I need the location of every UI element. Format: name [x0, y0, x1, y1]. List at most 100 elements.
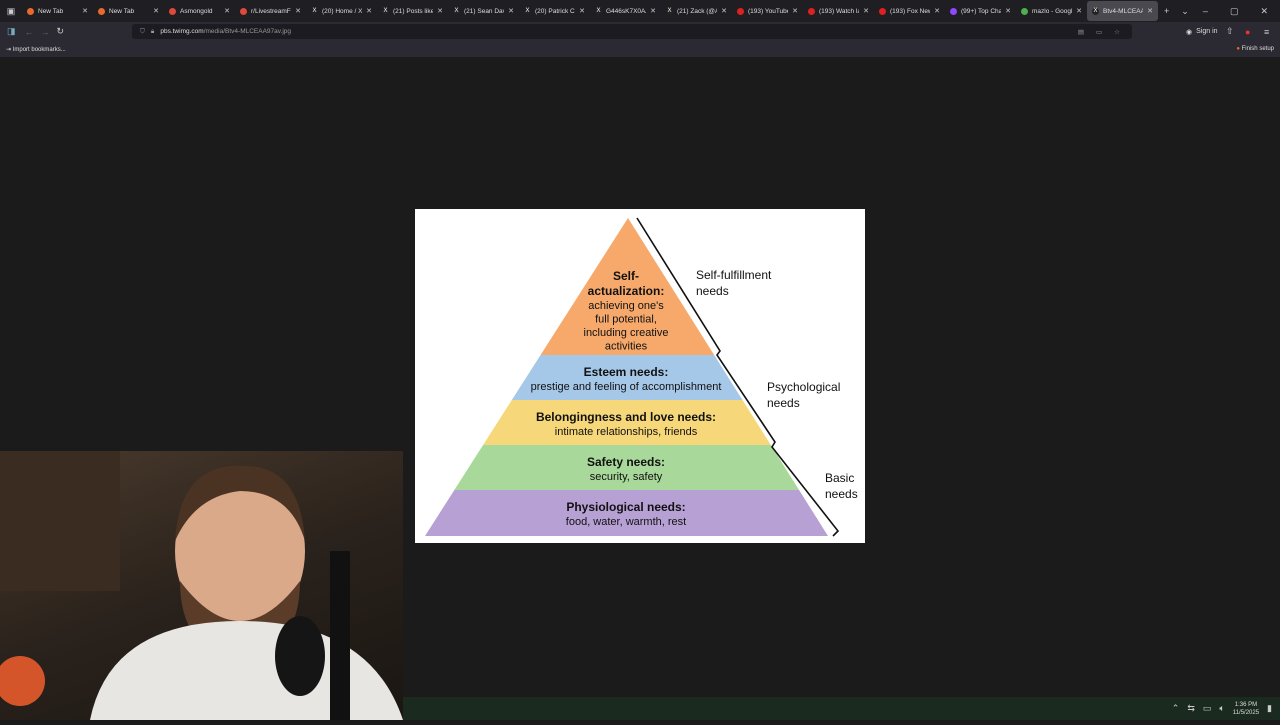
- level-description: achieving one's: [588, 300, 664, 312]
- pyramid-level-4: [425, 490, 828, 536]
- shield-icon[interactable]: ⛉: [140, 27, 145, 35]
- google-icon: [1021, 7, 1028, 15]
- addon-icon[interactable]: ●: [1245, 26, 1251, 37]
- clock[interactable]: 1:36 PM 11/5/2025: [1233, 701, 1259, 717]
- close-tab-icon[interactable]: ✕: [366, 8, 372, 15]
- volume-icon[interactable]: 🔈︎: [1219, 703, 1225, 713]
- level-title: actualization:: [588, 284, 665, 298]
- tab-1[interactable]: New Tab ✕: [93, 1, 164, 21]
- tray-chevron-icon[interactable]: ⌃: [1171, 703, 1180, 713]
- youtube-icon: [737, 7, 744, 15]
- display-icon[interactable]: ▭: [1202, 703, 1212, 713]
- level-description: activities: [605, 341, 648, 353]
- tab-14[interactable]: mazlo - Google✕: [1016, 1, 1087, 21]
- tab-label: Asmongold: [180, 7, 213, 15]
- pyramid-level-3: [425, 445, 828, 490]
- tab-11[interactable]: (193) Watch late✕: [803, 1, 874, 21]
- close-tab-icon[interactable]: ✕: [1005, 8, 1011, 15]
- tab-bar: ▣ New Tab✕New Tab✕Asmongold✕r/Livestream…: [0, 0, 1280, 22]
- tab-12[interactable]: (193) Fox News ✕: [874, 1, 945, 21]
- group-label: needs: [767, 396, 800, 410]
- extensions-icon[interactable]: ⇧: [1226, 26, 1234, 36]
- streamer-video: [0, 451, 403, 720]
- tab-5[interactable]: X(21) Posts liked✕: [377, 1, 448, 21]
- tab-6[interactable]: X(21) Sean Davis✕: [448, 1, 519, 21]
- group-label: Self-fulfillment: [696, 268, 772, 282]
- sidebar-icon[interactable]: ◨: [7, 26, 16, 36]
- tab-0[interactable]: New Tab ✕: [22, 1, 93, 21]
- forward-button[interactable]: →: [40, 26, 50, 37]
- group-label: needs: [825, 487, 858, 501]
- back-button[interactable]: ←: [24, 26, 34, 37]
- new-tab-button[interactable]: +: [1164, 6, 1170, 16]
- x-icon: X: [595, 7, 602, 15]
- import-bookmarks-link[interactable]: ⇥ Import bookmarks...: [6, 46, 66, 53]
- menu-icon[interactable]: ≡: [1264, 26, 1270, 37]
- close-tab-icon[interactable]: ✕: [863, 8, 869, 15]
- tab-2[interactable]: Asmongold ✕: [164, 1, 235, 21]
- reload-button[interactable]: ↻: [56, 26, 65, 36]
- reddit-icon: [169, 7, 176, 15]
- network-icon[interactable]: ⇆: [1187, 703, 1195, 713]
- level-description: including creative: [584, 327, 669, 339]
- close-tab-icon[interactable]: ✕: [295, 8, 301, 15]
- close-tab-icon[interactable]: ✕: [721, 8, 727, 15]
- minimize-button[interactable]: –: [1202, 5, 1208, 16]
- close-tab-icon[interactable]: ✕: [934, 8, 940, 15]
- tab-label: G446sK7X0AA: [606, 7, 647, 15]
- close-window-button[interactable]: ✕: [1260, 5, 1268, 16]
- tab-13[interactable]: (99+) Top Chan✕: [945, 1, 1016, 21]
- tab-3[interactable]: r/LivestreamFail✕: [235, 1, 306, 21]
- reddit-icon: [240, 7, 247, 15]
- address-bar[interactable]: ⛉ 🔒︎ pbs.twimg.com/media/Btv4-MLCEAA97av…: [132, 24, 1132, 39]
- twitch-icon: [950, 7, 957, 15]
- firefox-icon: [98, 7, 105, 15]
- close-tab-icon[interactable]: ✕: [437, 8, 443, 15]
- level-title: Esteem needs:: [584, 365, 669, 379]
- tab-9[interactable]: X(21) Zack (@As✕: [661, 1, 732, 21]
- firefox-icon: [27, 7, 34, 15]
- close-tab-icon[interactable]: ✕: [1147, 8, 1153, 15]
- tab-8[interactable]: X G446sK7X0AA✕: [590, 1, 661, 21]
- close-tab-icon[interactable]: ✕: [650, 8, 656, 15]
- close-tab-icon[interactable]: ✕: [1076, 8, 1082, 15]
- tab-10[interactable]: (193) YouTube✕: [732, 1, 803, 21]
- close-tab-icon[interactable]: ✕: [579, 8, 585, 15]
- maximize-button[interactable]: ▢: [1229, 5, 1239, 16]
- group-label: Basic: [825, 471, 854, 485]
- tab-label: (21) Zack (@As: [677, 7, 717, 15]
- tab-label: (193) Fox News: [890, 7, 930, 15]
- tab-7[interactable]: X(20) Patrick Cas✕: [519, 1, 590, 21]
- tab-4[interactable]: X(20) Home / X✕: [306, 1, 377, 21]
- close-tab-icon[interactable]: ✕: [82, 8, 88, 15]
- close-tab-icon[interactable]: ✕: [792, 8, 798, 15]
- x-icon: X: [453, 7, 460, 15]
- extension-icon[interactable]: ▭: [1096, 28, 1103, 36]
- close-tab-icon[interactable]: ✕: [224, 8, 230, 15]
- youtube-icon: [879, 7, 886, 15]
- window-controls: – ▢ ✕: [1203, 6, 1280, 17]
- level-title: Belongingness and love needs:: [536, 410, 716, 424]
- sign-in-button[interactable]: ◉Sign in: [1186, 28, 1218, 36]
- bookmark-star-icon[interactable]: ☆: [1114, 28, 1120, 36]
- close-tab-icon[interactable]: ✕: [508, 8, 514, 15]
- tab-list-chevron-icon[interactable]: ⌄: [1181, 5, 1189, 16]
- tab-label: (20) Patrick Cas: [535, 7, 575, 15]
- lock-icon: 🔒︎: [150, 27, 155, 35]
- taskbar: ⌃ ⇆ ▭ 🔈︎ 1:36 PM 11/5/2025 ▮: [403, 697, 1280, 720]
- finish-setup-button[interactable]: ● Finish setup: [1236, 46, 1274, 52]
- bracket-line: [636, 217, 840, 537]
- reader-view-icon[interactable]: ▤: [1077, 28, 1085, 36]
- clock-time: 1:36 PM: [1234, 701, 1258, 708]
- tab-label: mazlo - Google: [1032, 7, 1073, 15]
- level-description: intimate relationships, friends: [555, 426, 698, 438]
- notifications-icon[interactable]: ▮: [1267, 703, 1272, 713]
- tab-label: (21) Posts liked: [393, 7, 434, 15]
- tab-label: New Tab: [109, 7, 135, 15]
- tab-label: New Tab: [38, 7, 64, 15]
- close-tab-icon[interactable]: ✕: [153, 8, 159, 15]
- tab-overview-icon[interactable]: ▣: [6, 5, 16, 16]
